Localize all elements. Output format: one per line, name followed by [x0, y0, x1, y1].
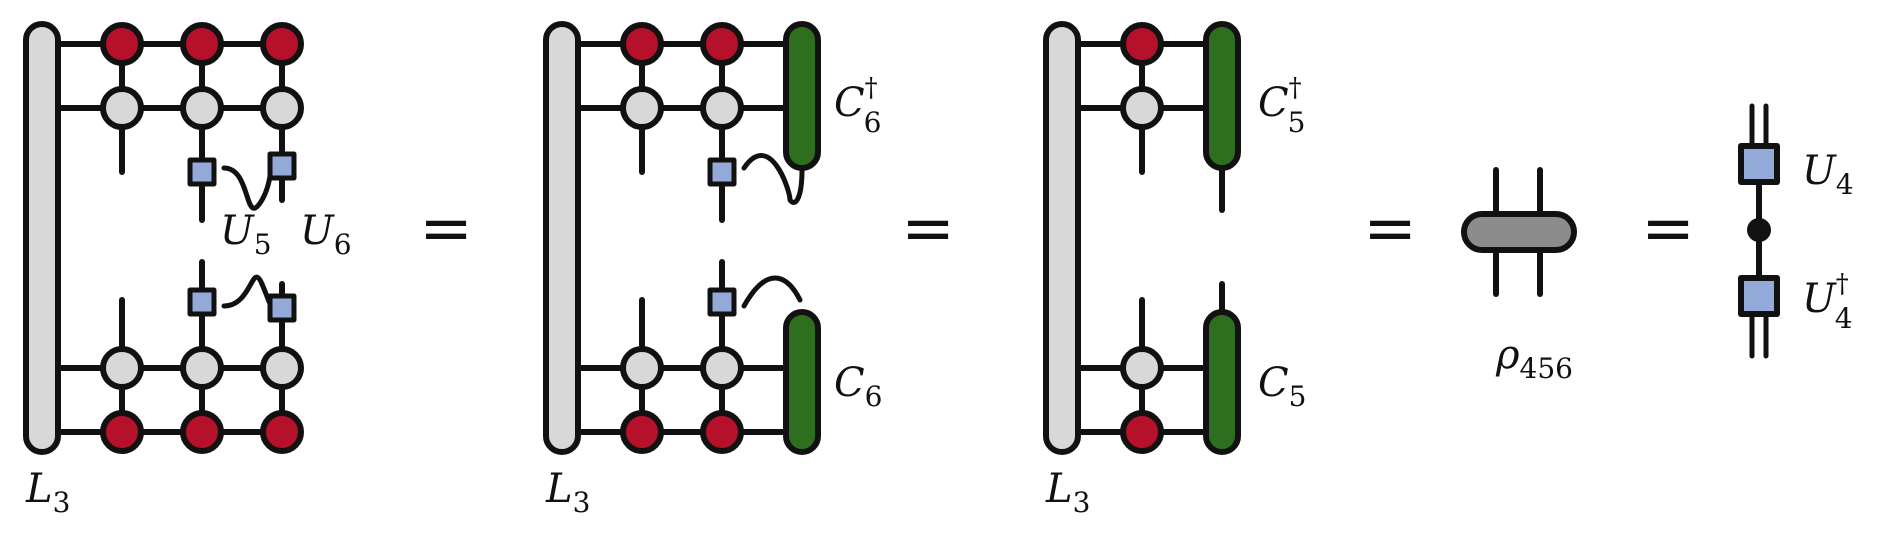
red-tensor [260, 22, 304, 66]
U5-dagger-unitary [707, 287, 737, 317]
gray-tensor [620, 346, 664, 390]
U4-label: U4 [1802, 148, 1854, 201]
U6-dagger-unitary [267, 293, 297, 323]
rho456-label: ρ456 [1495, 332, 1573, 385]
L3-boundary-tensor [23, 21, 61, 455]
U4-unitary [1738, 143, 1780, 185]
U5-unitary [707, 157, 737, 187]
L3-boundary-tensor [1043, 21, 1081, 455]
U5-dagger-unitary [187, 287, 217, 317]
C5-tensor [1203, 309, 1241, 455]
red-tensor [180, 410, 224, 454]
L3-label: L3 [1045, 466, 1090, 519]
gray-tensor [180, 86, 224, 130]
L3-label: L3 [545, 466, 590, 519]
gray-tensor [100, 86, 144, 130]
L3-boundary-tensor [543, 21, 581, 455]
red-tensor [700, 410, 744, 454]
U4-dagger-label: U†4 [1802, 269, 1853, 335]
panel-2: L3 C†6 C6 [543, 21, 882, 519]
equals-sign: = [901, 192, 955, 266]
C6-dagger-tensor [783, 21, 821, 171]
U4-dagger-unitary [1738, 275, 1780, 317]
panel-4: ρ456 [1461, 167, 1577, 385]
C6-tensor [783, 309, 821, 455]
red-tensor [100, 410, 144, 454]
equals-sign: = [1641, 192, 1695, 266]
U6-label: U6 [300, 208, 352, 261]
C5-dagger-tensor [1203, 21, 1241, 171]
red-tensor [100, 22, 144, 66]
gray-tensor [1120, 346, 1164, 390]
equals-sign: = [1363, 192, 1417, 266]
contraction-dot [1747, 218, 1771, 242]
red-tensor [700, 22, 744, 66]
C6-label: C6 [834, 360, 882, 413]
gray-tensor [260, 346, 304, 390]
gray-tensor [180, 346, 224, 390]
red-tensor [180, 22, 224, 66]
equals-sign: = [419, 192, 473, 266]
C5-label: C5 [1258, 360, 1306, 413]
gray-tensor [620, 86, 664, 130]
U5-label: U5 [220, 208, 272, 261]
gray-tensor [700, 346, 744, 390]
panel-3: L3 C†5 C5 [1043, 21, 1306, 519]
gray-tensor [700, 86, 744, 130]
U5-unitary [187, 157, 217, 187]
gray-tensor [1120, 86, 1164, 130]
panel-1: L3 U5 U6 [23, 21, 352, 519]
panel-5: U4 U†4 [1738, 103, 1854, 359]
gray-tensor [100, 346, 144, 390]
gray-tensor [260, 86, 304, 130]
red-tensor [260, 410, 304, 454]
red-tensor [1120, 22, 1164, 66]
C6-dagger-label: C†6 [834, 73, 881, 139]
C5-dagger-label: C†5 [1258, 73, 1305, 139]
red-tensor [1120, 410, 1164, 454]
red-tensor [620, 410, 664, 454]
U6-unitary [267, 151, 297, 181]
red-tensor [620, 22, 664, 66]
L3-label: L3 [25, 466, 70, 519]
rho456-tensor [1461, 211, 1577, 253]
